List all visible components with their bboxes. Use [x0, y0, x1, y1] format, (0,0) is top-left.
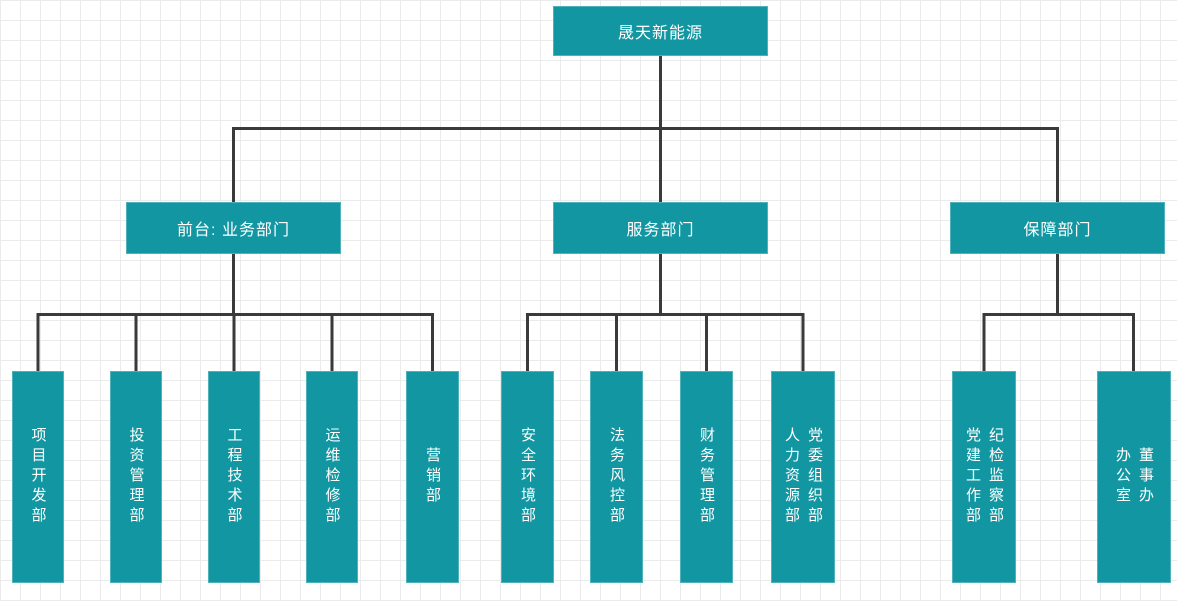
- node-label: 保障部门: [1023, 222, 1092, 239]
- org-node-dept-legal-risk-control[interactable]: 法务风控部: [590, 371, 643, 583]
- org-node-dept-investment-management[interactable]: 投资管理部: [110, 371, 162, 583]
- node-label: 晟天新能源: [617, 25, 703, 42]
- node-label: 董事办: [1137, 447, 1154, 507]
- node-label: 服务部门: [626, 222, 695, 239]
- node-label: 党建工作部: [964, 427, 981, 527]
- node-label: 法务风控部: [608, 427, 625, 527]
- node-label: 项目开发部: [29, 427, 47, 527]
- node-label: 人力资源部: [783, 427, 800, 527]
- org-node-dept-party-building-discipline[interactable]: 党建工作部 纪检监察部: [952, 371, 1016, 583]
- org-node-dept-engineering-technology[interactable]: 工程技术部: [208, 371, 260, 583]
- org-node-dept-marketing[interactable]: 营销部: [406, 371, 459, 583]
- node-label: 营销部: [424, 447, 441, 507]
- node-label: 运维检修部: [323, 427, 341, 527]
- org-node-group-support[interactable]: 保障部门: [950, 202, 1165, 254]
- node-label: 工程技术部: [225, 427, 243, 527]
- org-node-dept-safety-environment[interactable]: 安全环境部: [501, 371, 554, 583]
- org-node-group-business[interactable]: 前台: 业务部门: [126, 202, 341, 254]
- org-node-company[interactable]: 晟天新能源: [553, 6, 768, 56]
- node-label: 前台: 业务部门: [177, 222, 290, 239]
- node-label: 财务管理部: [698, 427, 715, 527]
- org-node-dept-operation-maintenance[interactable]: 运维检修部: [306, 371, 358, 583]
- org-node-dept-finance-management[interactable]: 财务管理部: [680, 371, 733, 583]
- node-label: 纪检监察部: [987, 427, 1004, 527]
- node-label: 投资管理部: [127, 427, 145, 527]
- connector-edge: [36, 313, 434, 371]
- connector-edge: [982, 313, 1135, 371]
- node-label: 办公室: [1114, 447, 1131, 507]
- node-label: 安全环境部: [519, 427, 536, 527]
- org-node-dept-hr-party-organization[interactable]: 人力资源部 党委组织部: [771, 371, 835, 583]
- node-label: 党委组织部: [806, 427, 823, 527]
- connector-edge: [526, 313, 805, 371]
- org-node-dept-office-board[interactable]: 办公室 董事办: [1097, 371, 1171, 583]
- org-node-group-service[interactable]: 服务部门: [553, 202, 768, 254]
- org-node-dept-project-development[interactable]: 项目开发部: [12, 371, 64, 583]
